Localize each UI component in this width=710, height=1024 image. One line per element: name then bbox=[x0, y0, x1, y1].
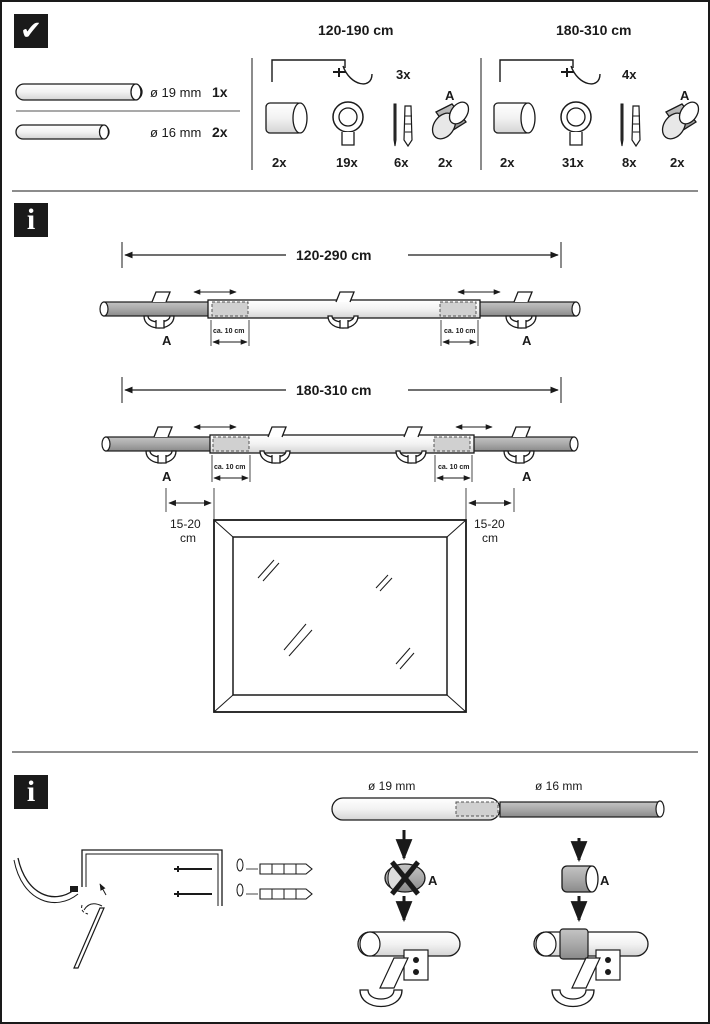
bracket-part-a bbox=[271, 59, 373, 85]
info-badge-1: i bbox=[14, 203, 48, 237]
kit-a-connector-qty: 2x bbox=[438, 155, 453, 170]
window bbox=[213, 519, 467, 713]
dimension-line-rod-1 bbox=[121, 242, 562, 268]
offset-left-unit: cm bbox=[180, 531, 196, 545]
tube-19-qty: 1x bbox=[212, 84, 228, 100]
rod-1-range: 120-290 cm bbox=[296, 247, 372, 263]
offset-right-value: 15-20 bbox=[474, 517, 505, 531]
checkmark-badge: ✔ bbox=[14, 14, 48, 48]
rod-2-overlap-right: ca. 10 cm bbox=[438, 464, 470, 471]
rod-1-overlap-left: ca. 10 cm bbox=[213, 328, 245, 335]
right-option-letter: A bbox=[600, 873, 610, 888]
right-option bbox=[533, 838, 649, 1008]
ring-part-a bbox=[332, 101, 364, 146]
diameter-16-label: ø 16 mm bbox=[535, 779, 583, 793]
kit-b-ring-qty: 31x bbox=[562, 155, 584, 170]
wall-bracket-diagram bbox=[13, 849, 313, 969]
rod-1-marker-right: A bbox=[522, 333, 532, 348]
offset-right-unit: cm bbox=[482, 531, 498, 545]
tube-reducer-diagram bbox=[331, 797, 665, 821]
rod-2-marker-left: A bbox=[162, 469, 172, 484]
kit-a-range: 120-190 cm bbox=[318, 22, 394, 38]
kit-b-range: 180-310 cm bbox=[556, 22, 632, 38]
kit-b-connector-qty: 2x bbox=[670, 155, 685, 170]
wrong-option-letter: A bbox=[428, 873, 438, 888]
bracket-part-b bbox=[499, 59, 601, 85]
tube-16-qty: 2x bbox=[212, 124, 228, 140]
tube-16mm bbox=[15, 124, 110, 140]
tube-19mm bbox=[15, 83, 143, 101]
connector-part-b bbox=[661, 101, 700, 140]
screw-part-a bbox=[393, 103, 413, 148]
wrong-option bbox=[357, 830, 461, 1008]
tube-19-label: ø 19 mm bbox=[150, 85, 202, 100]
diameter-19-label: ø 19 mm bbox=[368, 779, 416, 793]
endcap-part-b bbox=[493, 102, 536, 134]
connector-part-a bbox=[431, 101, 470, 140]
rod-2-overlap-left: ca. 10 cm bbox=[214, 464, 246, 471]
kit-a-ring-qty: 19x bbox=[336, 155, 358, 170]
kit-a-endcap-qty: 2x bbox=[272, 155, 287, 170]
endcap-part-a bbox=[265, 102, 308, 134]
kit-a-screw-qty: 6x bbox=[394, 155, 409, 170]
screw-part-b bbox=[620, 103, 641, 148]
rod-2-marker-right: A bbox=[522, 469, 532, 484]
dimension-line-rod-2 bbox=[121, 377, 562, 403]
offset-dimensions bbox=[165, 488, 515, 520]
rod-1 bbox=[99, 289, 581, 346]
rod-1-overlap-right: ca. 10 cm bbox=[444, 328, 476, 335]
offset-left-value: 15-20 bbox=[170, 517, 201, 531]
rod-1-marker-left: A bbox=[162, 333, 172, 348]
kit-a-connector-letter: A bbox=[445, 88, 455, 103]
rod-2-range: 180-310 cm bbox=[296, 382, 372, 398]
kit-b-screw-qty: 8x bbox=[622, 155, 637, 170]
kit-b-bracket-qty: 4x bbox=[622, 67, 637, 82]
rod-2 bbox=[101, 424, 579, 482]
kit-b-connector-letter: A bbox=[680, 88, 690, 103]
info-badge-2: i bbox=[14, 775, 48, 809]
ring-part-b bbox=[560, 101, 592, 146]
tube-16-label: ø 16 mm bbox=[150, 125, 202, 140]
kit-a-bracket-qty: 3x bbox=[396, 67, 411, 82]
kit-b-endcap-qty: 2x bbox=[500, 155, 515, 170]
